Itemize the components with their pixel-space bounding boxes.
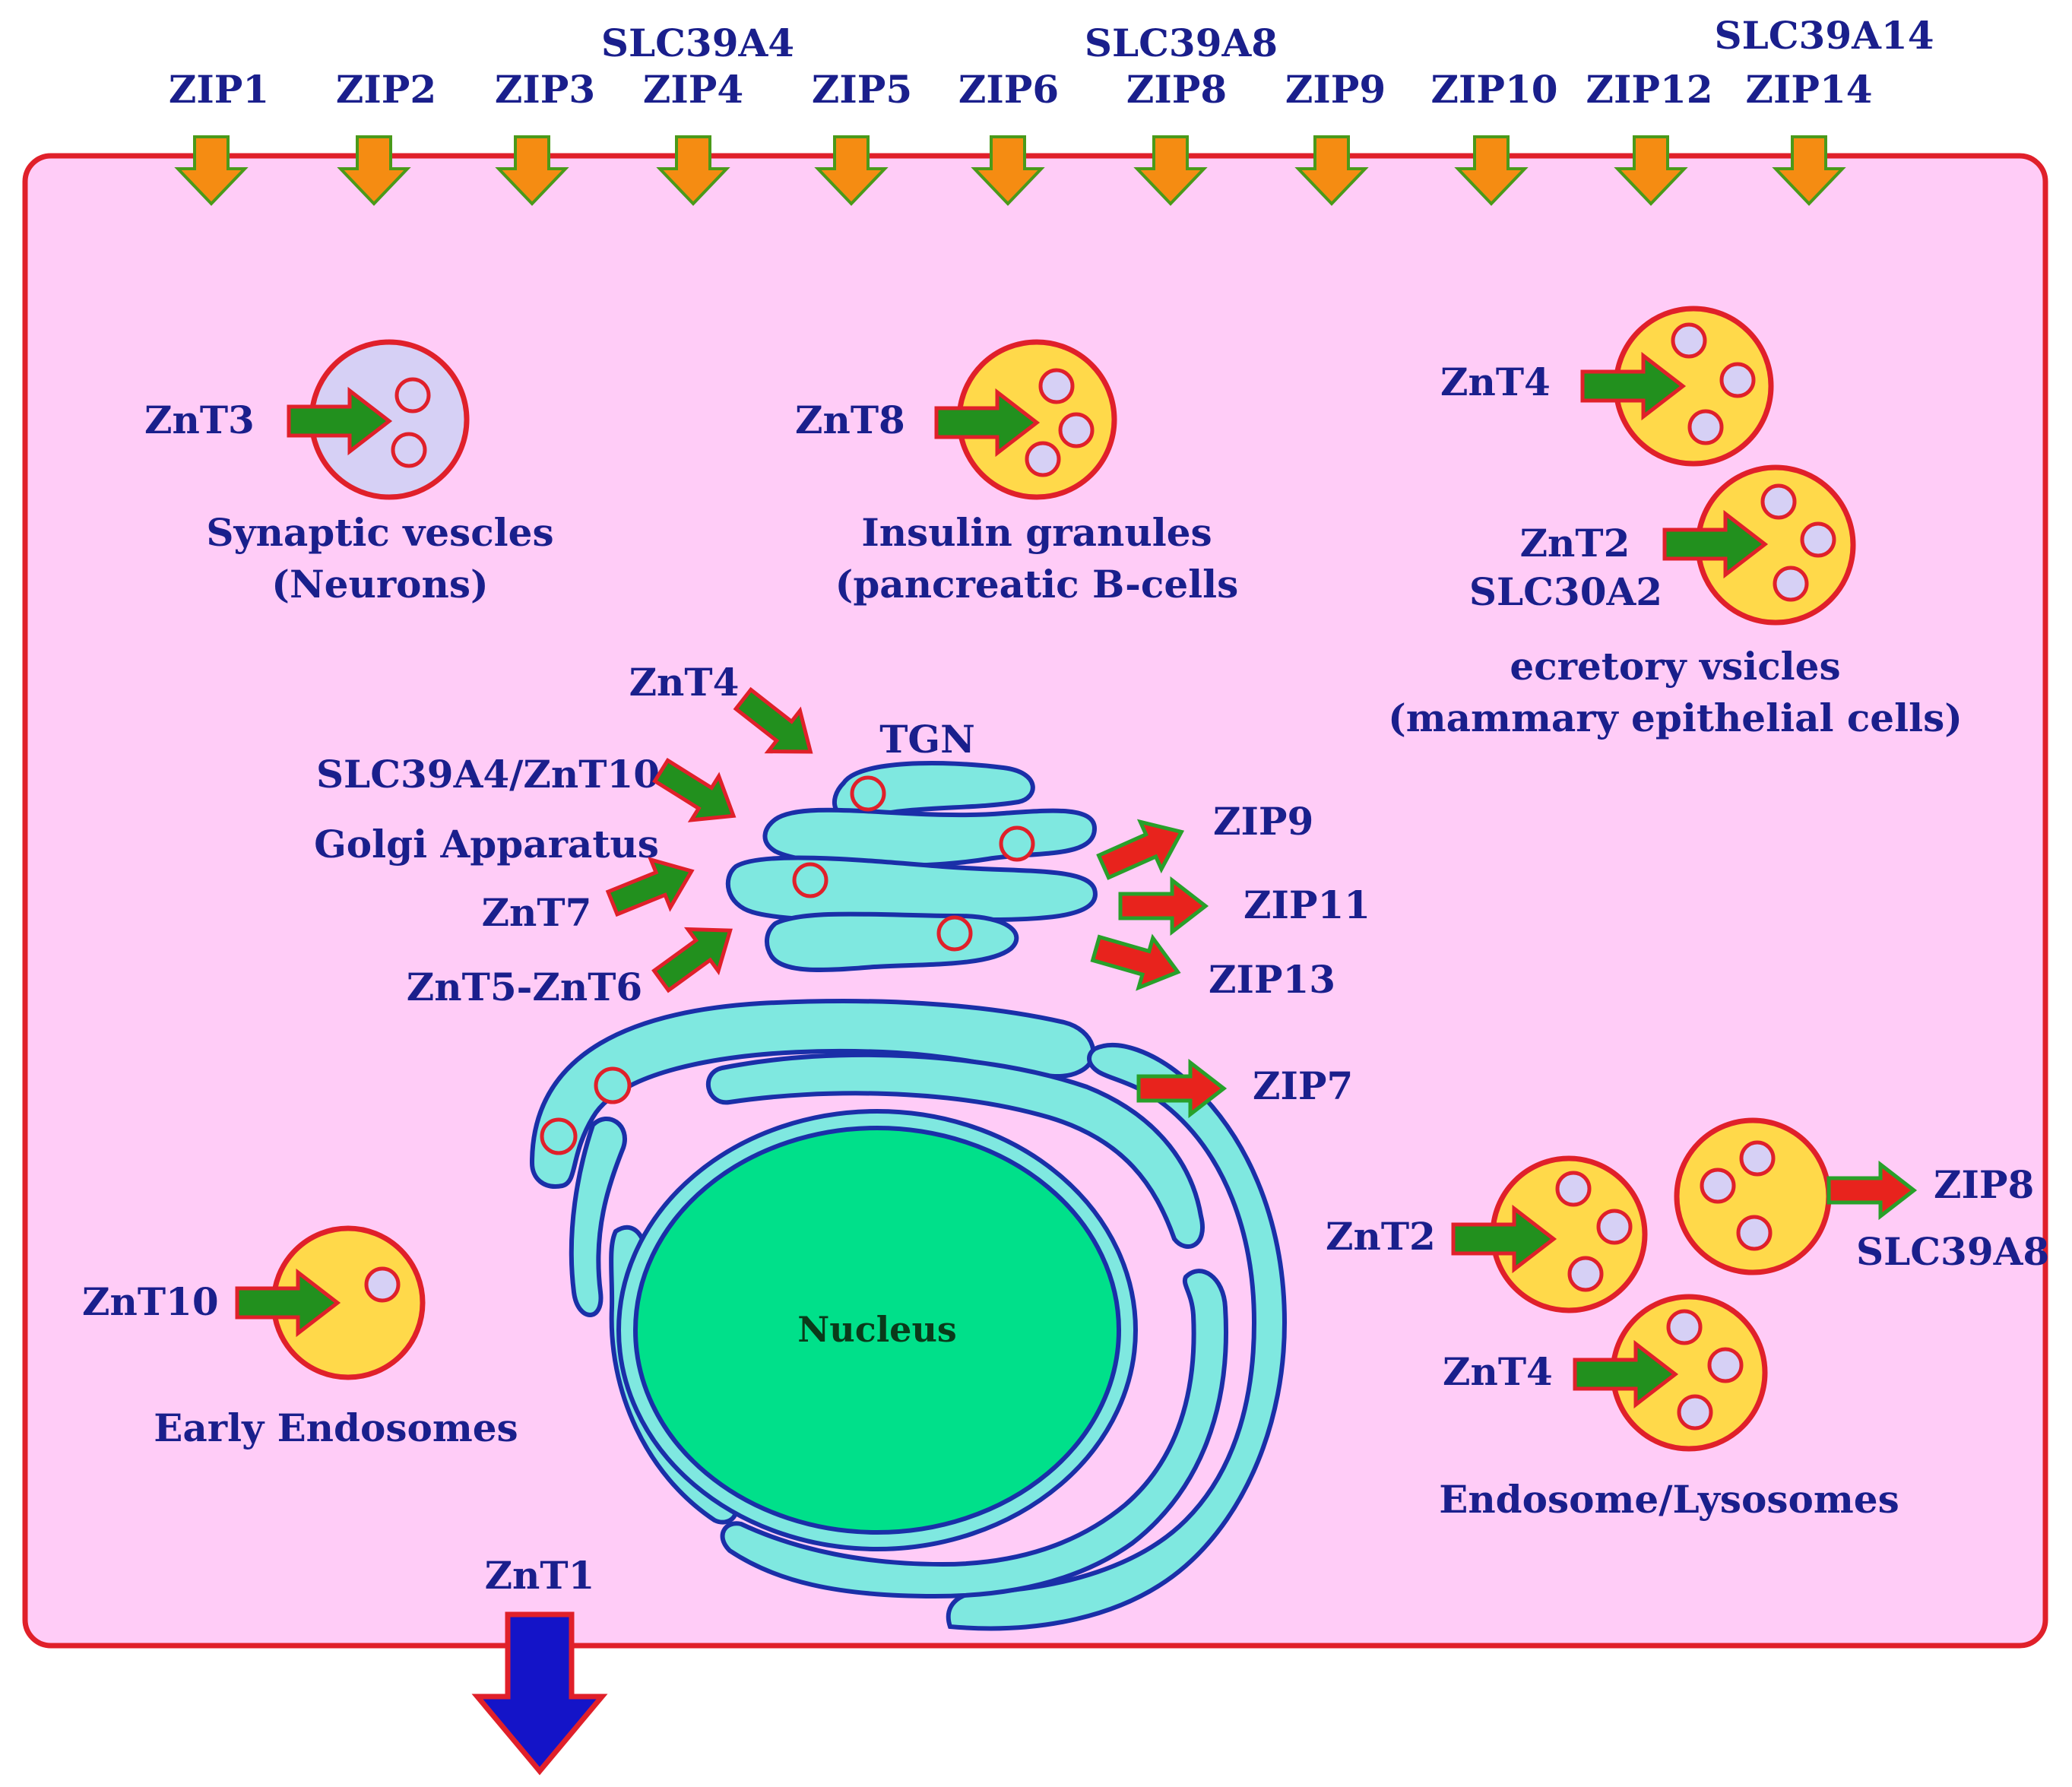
- vesicle-transporter-label: ZnT4: [1440, 360, 1551, 404]
- er-exporter: ZIP7: [1139, 1063, 1353, 1114]
- zinc-granule: [1736, 1215, 1773, 1251]
- zinc-granule: [1739, 1140, 1776, 1177]
- golgi-apparatus: [725, 761, 1098, 973]
- zinc-granule: [1800, 521, 1836, 558]
- golgi-exporter-label: ZIP9: [1213, 799, 1313, 844]
- zinc-granule: [1700, 1168, 1736, 1204]
- vesicle-caption: Early Endosomes: [154, 1405, 518, 1450]
- zip-group: SLC39A4 SLC39A8 SLC39A14 ZIP1 ZIP2 ZIP3 …: [169, 13, 1934, 112]
- zip-label: ZIP14: [1745, 67, 1872, 112]
- vesicle-transporter-label: ZnT10: [82, 1279, 219, 1324]
- zinc-granule: [850, 775, 886, 812]
- zip-label: ZIP12: [1586, 67, 1712, 112]
- efflux-arrow-icon: [471, 1611, 608, 1776]
- er-sheet: [569, 1117, 627, 1317]
- endosome-exporter-label: ZIP8: [1934, 1162, 2034, 1207]
- golgi-exporters: ZIP9 ZIP11 ZIP13: [1089, 799, 1370, 1002]
- zip-alias-label: SLC39A4: [601, 21, 794, 65]
- znt1-efflux: ZnT1: [471, 1553, 608, 1776]
- zinc-granule: [1707, 1347, 1744, 1383]
- secretory-vesicles: ZnT4 ZnT2 SLC30A2 ecretory vsicles (mamm…: [1388, 306, 1963, 740]
- endosome-lysosomes: ZnT2 ZIP8 SLC39A8 ZnT4 Endosome/Lysosome…: [1326, 1117, 2049, 1522]
- zinc-granule: [1025, 441, 1061, 477]
- vesicle-transporter-label: ZnT2: [1326, 1214, 1436, 1259]
- zinc-granule: [391, 432, 427, 468]
- golgi-importers: TGN ZnT4 SLC39A4/ZnT10 Golgi Apparatus Z…: [314, 660, 975, 1009]
- zip-label: ZIP8: [1126, 67, 1227, 112]
- zinc-granule: [1677, 1394, 1713, 1431]
- zip-alias-label: SLC39A8: [1085, 21, 1278, 65]
- zinc-granule: [792, 862, 828, 898]
- golgi-exporter-label: ZIP11: [1244, 882, 1370, 927]
- vesicle-transporter-label: ZnT8: [795, 398, 905, 442]
- golgi-exporter-label: ZIP13: [1209, 957, 1335, 1002]
- zinc-granule: [594, 1066, 632, 1104]
- endosome-exporter-alias: SLC39A8: [1856, 1229, 2049, 1274]
- zinc-granule: [364, 1266, 401, 1303]
- zip-label: ZIP2: [336, 67, 436, 112]
- zip-label: ZIP5: [812, 67, 912, 112]
- nucleus-label: Nucleus: [797, 1309, 957, 1350]
- efflux-transporter-label: ZnT1: [485, 1553, 595, 1598]
- zip-label: ZIP1: [169, 67, 269, 112]
- zip-alias-label: SLC39A14: [1714, 13, 1934, 58]
- zinc-granule: [936, 915, 973, 952]
- vesicle-caption: Insulin granules: [861, 510, 1212, 555]
- early-endosome: ZnT10 Early Endosomes: [82, 1225, 518, 1450]
- vesicle-caption: (pancreatic B-cells: [835, 562, 1239, 607]
- zinc-granule: [1038, 368, 1075, 404]
- zinc-granule: [1567, 1256, 1604, 1292]
- zinc-granule: [1687, 409, 1724, 445]
- zip-label: ZIP9: [1285, 67, 1386, 112]
- golgi-importer-label: ZnT4: [629, 660, 740, 705]
- vesicle-caption: Endosome/Lysosomes: [1439, 1477, 1899, 1522]
- vesicle-caption: Synaptic vescles: [206, 510, 553, 555]
- synaptic-vesicle: ZnT3 Synaptic vescles (Neurons): [144, 339, 554, 607]
- vesicle-transporter-alias: SLC30A2: [1469, 569, 1662, 614]
- golgi-cisterna: [765, 911, 1019, 973]
- zinc-granule: [1058, 412, 1095, 448]
- top-zip-transporters: SLC39A4 SLC39A8 SLC39A14 ZIP1 ZIP2 ZIP3 …: [169, 13, 1934, 205]
- zinc-granule: [1596, 1209, 1633, 1245]
- zinc-granule: [1666, 1309, 1703, 1345]
- golgi-name-label: Golgi Apparatus: [314, 822, 659, 867]
- zip-label: ZIP4: [643, 67, 743, 112]
- vesicle-transporter-label: ZnT3: [144, 398, 255, 442]
- nucleus-body: [633, 1126, 1121, 1535]
- golgi-importer-label: ZnT5-ZnT6: [407, 965, 642, 1009]
- nucleus: Nucleus: [616, 1109, 1138, 1551]
- er-exporter-label: ZIP7: [1253, 1063, 1353, 1108]
- vesicle-transporter-label: ZnT2: [1520, 521, 1630, 566]
- golgi-tgn-label: TGN: [879, 717, 975, 762]
- zinc-granule: [1555, 1171, 1592, 1207]
- zinc-granule: [1719, 362, 1756, 398]
- zinc-granule: [1671, 322, 1707, 359]
- vesicle-caption: (Neurons): [271, 562, 488, 607]
- vesicle-transporter-label: ZnT4: [1443, 1349, 1553, 1394]
- zinc-granule: [540, 1117, 578, 1155]
- zinc-granule: [394, 377, 431, 413]
- zinc-granule: [1773, 566, 1809, 602]
- golgi-importer-label: SLC39A4/ZnT10: [316, 752, 660, 797]
- zip-label: ZIP10: [1430, 67, 1557, 112]
- vesicle-caption: (mammary epithelial cells): [1388, 695, 1963, 740]
- zip-label: ZIP3: [495, 67, 595, 112]
- zip-label: ZIP6: [958, 67, 1059, 112]
- zinc-granule: [1760, 483, 1797, 520]
- er-sheet: [720, 1269, 1228, 1599]
- er-sheet: [529, 999, 1096, 1189]
- golgi-importer-label: ZnT7: [482, 890, 592, 935]
- zinc-granule: [999, 825, 1035, 862]
- er-sheet: [706, 1052, 1205, 1249]
- vesicle-caption: ecretory vsicles: [1510, 644, 1840, 689]
- insulin-granule-vesicle: ZnT8 Insulin granules (pancreatic B-cell…: [795, 339, 1239, 607]
